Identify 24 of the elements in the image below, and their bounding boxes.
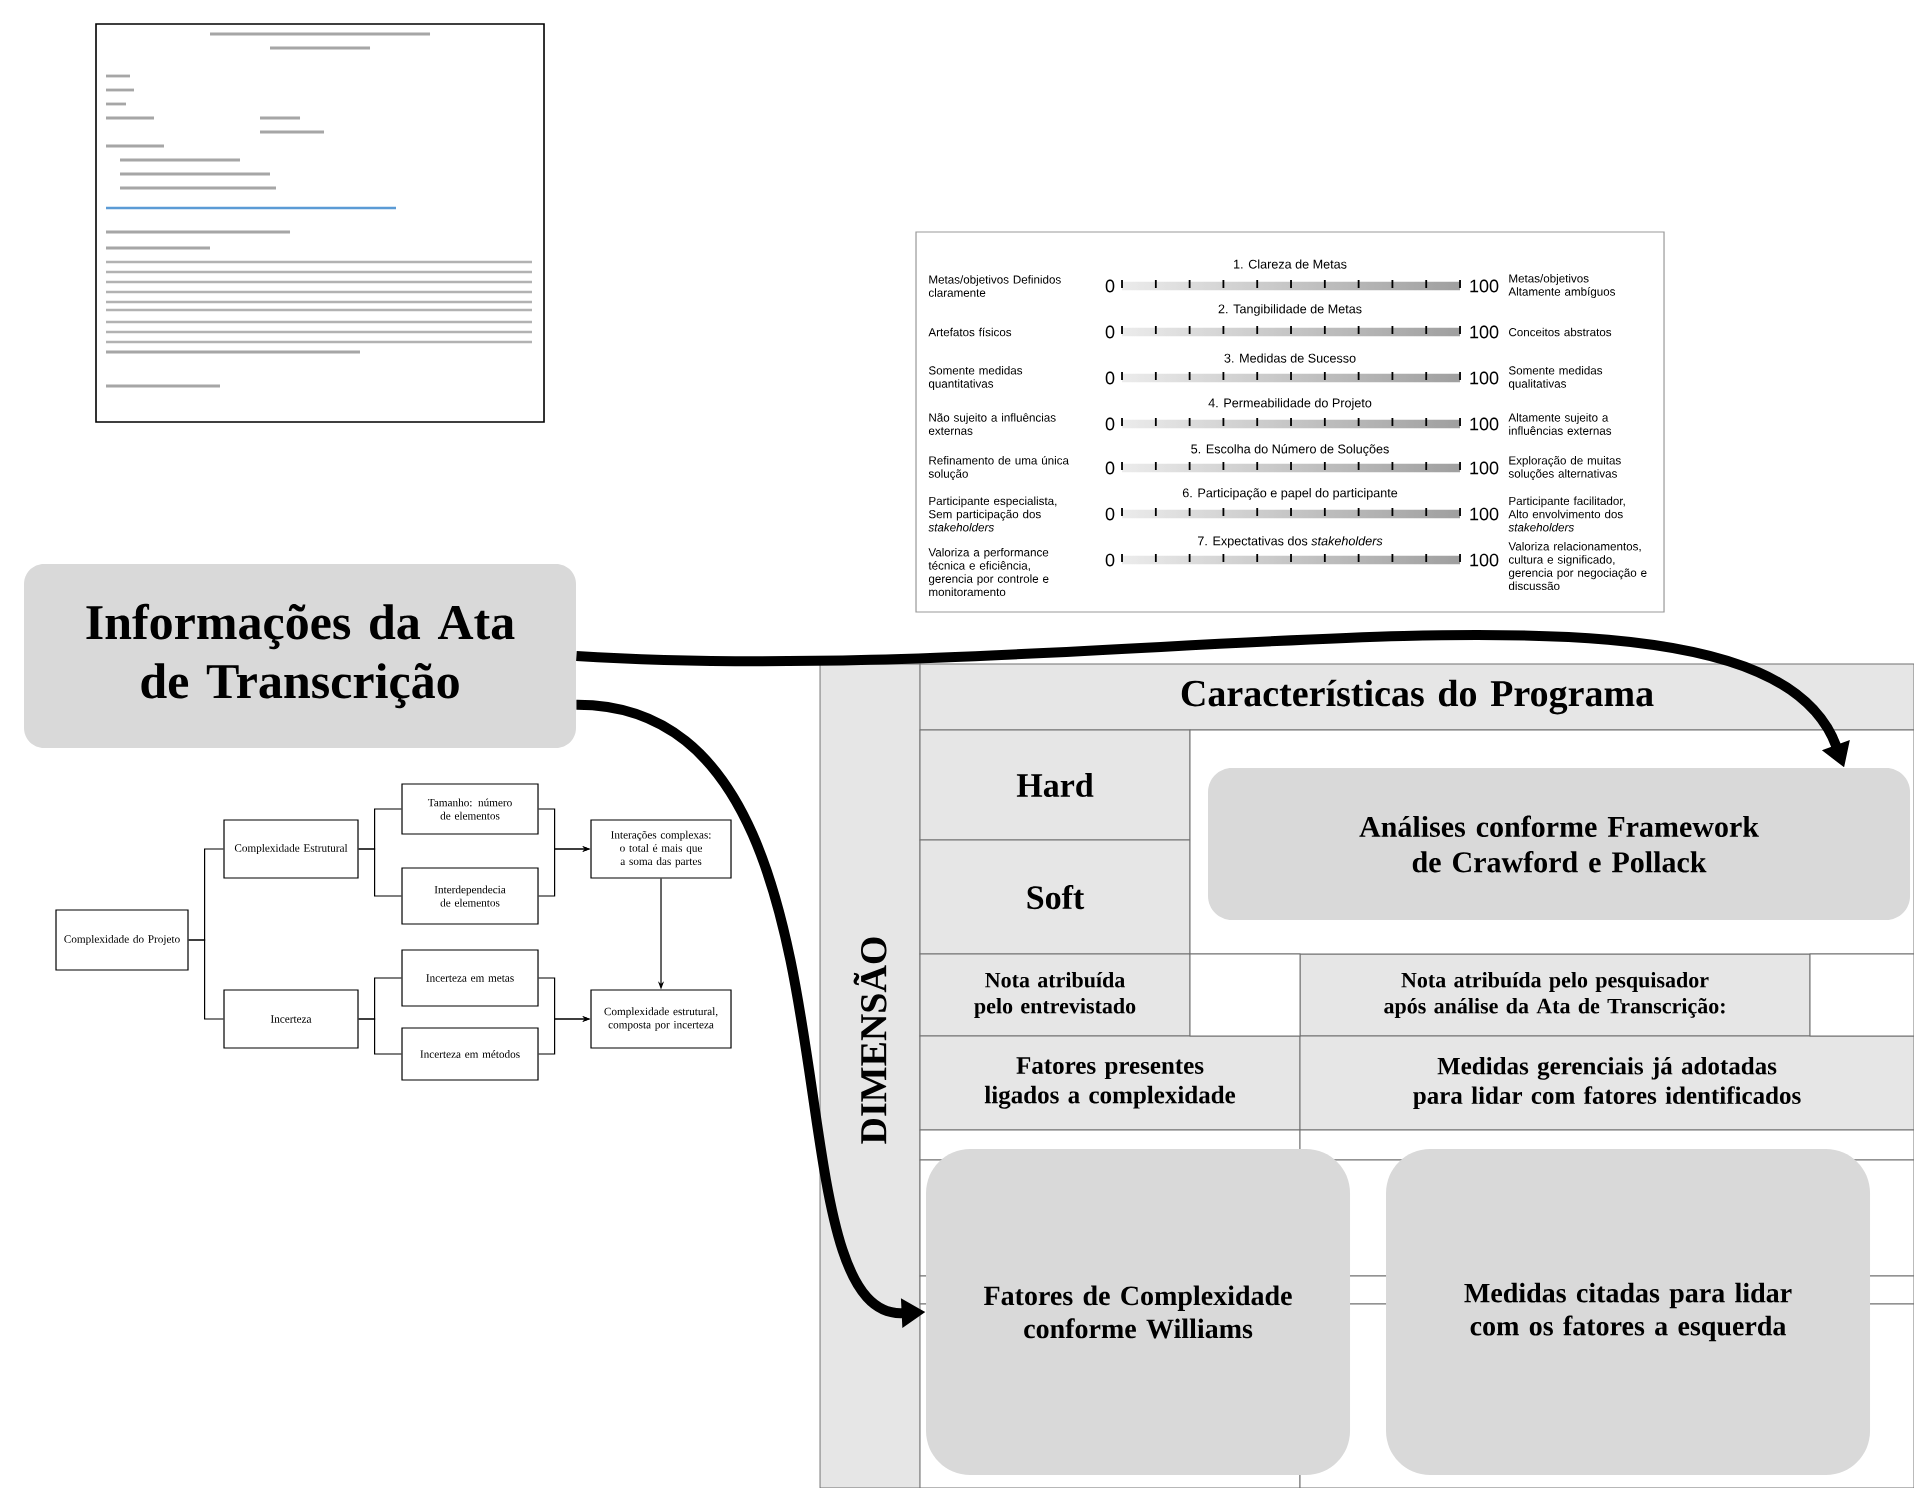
scale-value: 0 [1105, 507, 1115, 521]
table-cell: Fatores presentes ligados a complexidade [919, 1035, 1301, 1131]
table-cell: Hard [919, 729, 1191, 841]
scale-value: 0 [1105, 325, 1115, 339]
rounded-box: Medidas citadas para lidar com os fatores a esquerda [1386, 1149, 1871, 1475]
rounded-box: Fatores de Complexidade conforme Williams [926, 1149, 1351, 1475]
table-cell: Nota atribuída pelo entrevistado [919, 953, 1191, 1037]
scale-value: 100 [1470, 279, 1499, 293]
scale-value: 100 [1470, 461, 1499, 475]
scale-value: 0 [1105, 417, 1115, 431]
scale-value: 0 [1105, 461, 1115, 475]
scale-value: 0 [1105, 553, 1115, 567]
table-cell: Medidas gerenciais já adotadas para lidar com fatores identificados [1299, 1035, 1914, 1131]
scale-value: 100 [1470, 371, 1499, 385]
scale-value: 0 [1105, 279, 1115, 293]
scale-value: 100 [1470, 417, 1499, 431]
scale-value: 100 [1470, 507, 1499, 521]
table-cell: Soft [919, 839, 1191, 955]
scale-value: 100 [1470, 553, 1499, 567]
scale-value: 0 [1105, 371, 1115, 385]
rounded-box: Análises conforme Framework de Crawford e Pollack [1208, 768, 1911, 920]
scale-value: 100 [1470, 325, 1499, 339]
title-box: Informações da Ata de Transcrição [24, 564, 576, 748]
table-cell: Nota atribuída pelo pesquisador após análise da Ata de Transcrição: [1299, 953, 1811, 1037]
